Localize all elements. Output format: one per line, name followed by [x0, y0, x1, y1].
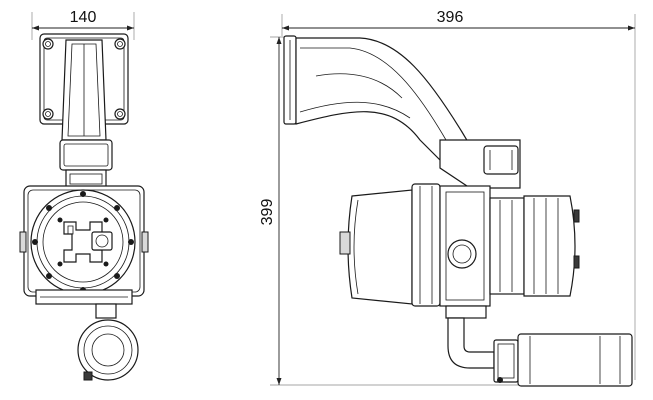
side-view — [283, 35, 633, 387]
dimension-label-140: 140 — [70, 9, 97, 26]
dimension-width-front: 140 — [31, 9, 135, 40]
front-view — [19, 33, 149, 381]
dimension-height: 399 — [259, 36, 520, 386]
dimension-label-396: 396 — [437, 9, 464, 26]
dimension-width-side: 396 — [281, 9, 636, 380]
dimension-label-399: 399 — [259, 199, 276, 226]
